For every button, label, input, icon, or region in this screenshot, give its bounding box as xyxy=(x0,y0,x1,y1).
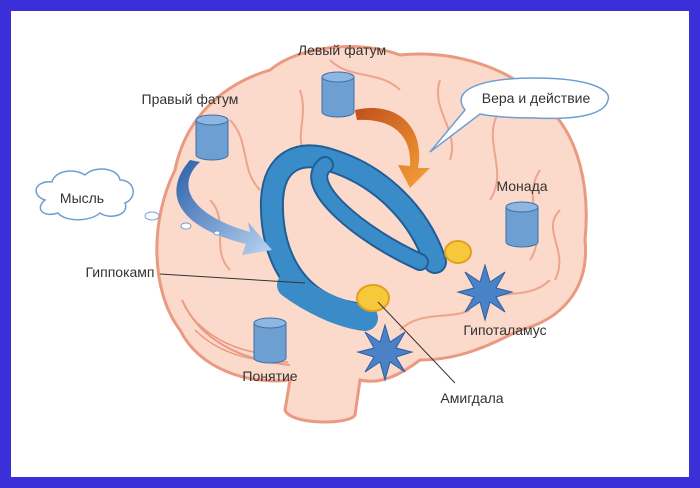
label-amygdala: Амигдала xyxy=(440,390,503,406)
label-monad: Монада xyxy=(496,178,547,194)
label-concept: Понятие xyxy=(242,368,297,384)
cylinder-icon xyxy=(253,317,287,364)
hippocampus-leader xyxy=(159,273,306,284)
label-faith-action: Вера и действие xyxy=(482,90,591,106)
amygdala-leader xyxy=(377,301,456,384)
cylinder-icon xyxy=(505,201,539,248)
blue-arrow-icon xyxy=(176,160,272,255)
label-right-fate: Правый фатум xyxy=(142,91,239,107)
hippocampus-shape xyxy=(259,144,447,331)
label-hypothalamus: Гипоталамус xyxy=(463,322,546,338)
star-icon xyxy=(356,323,414,382)
label-hippocampus: Гиппокамп xyxy=(86,264,155,280)
cylinder-icon xyxy=(321,71,355,118)
star-icon xyxy=(456,263,514,322)
label-left-fate: Левый фатум xyxy=(298,42,386,58)
amygdala-node xyxy=(356,284,390,312)
hypothalamus-node xyxy=(444,240,472,264)
faith-callout xyxy=(429,77,610,153)
label-thought: Мысль xyxy=(60,190,104,206)
orange-arrow-icon xyxy=(355,108,430,188)
cylinder-icon xyxy=(195,114,229,161)
thought-cloud xyxy=(35,168,221,236)
